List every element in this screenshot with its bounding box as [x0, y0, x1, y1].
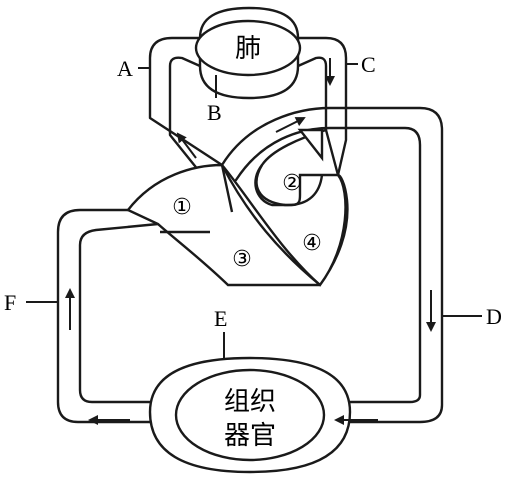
label-b: B [207, 100, 222, 125]
label-d: D [486, 304, 502, 329]
chamber-4-label: ④ [302, 231, 322, 256]
arrow-aorta-arch [275, 117, 306, 133]
tissue-label-line2: 器官 [224, 421, 276, 451]
pulmonary-vein-outer [296, 36, 348, 177]
label-e: E [214, 306, 227, 331]
tissue-label-line1: 组织 [224, 387, 276, 417]
pulmonary-artery-outer [148, 36, 224, 167]
chamber-1-label: ① [172, 195, 192, 220]
chamber-2-label: ② [282, 171, 302, 196]
aorta-inner [234, 126, 422, 404]
left-atrium-wall [255, 164, 324, 207]
heart-septum [220, 164, 321, 286]
label-a: A [117, 56, 133, 81]
arrow-pulmonary-artery [176, 132, 197, 159]
label-c: C [361, 52, 376, 77]
vena-cava-outer [56, 208, 180, 424]
chamber-3-label: ③ [232, 247, 252, 272]
lung-label: 肺 [235, 34, 261, 64]
label-f: F [4, 290, 16, 315]
vena-cava-inner [78, 222, 180, 404]
heart-outline [126, 128, 349, 287]
pulmonary-vein-inner [296, 56, 328, 132]
pulmonary-artery-inner [168, 56, 234, 214]
lung-organ [194, 19, 302, 77]
tissue-organ [174, 368, 326, 462]
pulmonary-valve [220, 164, 234, 213]
aorta-outer [220, 106, 444, 424]
pulmonary-vein-entry [297, 128, 324, 162]
